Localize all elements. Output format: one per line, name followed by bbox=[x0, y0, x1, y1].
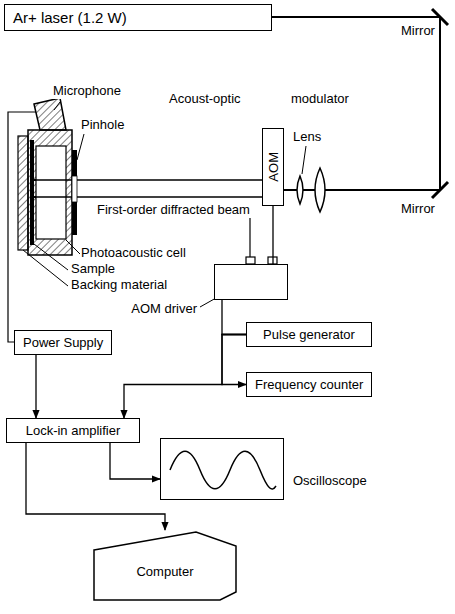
part-label: Mirror bbox=[400, 202, 436, 217]
driver-box: AOM driver bbox=[214, 264, 288, 300]
part-label: Lens bbox=[292, 130, 322, 145]
leader-line bbox=[77, 134, 84, 160]
part-label: Microphone bbox=[52, 84, 122, 99]
leader-line bbox=[34, 244, 68, 270]
part-label: Mirror bbox=[400, 24, 436, 39]
mirror-symbol bbox=[432, 182, 448, 198]
node-label: Pulse generator bbox=[263, 327, 355, 342]
terminal bbox=[246, 257, 255, 264]
microphone-symbol bbox=[34, 98, 66, 130]
lens-symbol bbox=[297, 176, 303, 204]
lock-in-box: Lock-in amplifier bbox=[6, 418, 140, 443]
leader-line bbox=[302, 146, 306, 174]
leader-line bbox=[54, 102, 60, 110]
node-label: Lock-in amplifier bbox=[26, 423, 121, 438]
mirror-symbol bbox=[432, 9, 448, 25]
part-label: Backing material bbox=[70, 278, 168, 293]
node-label: Computer bbox=[136, 564, 193, 579]
laser-beam bbox=[272, 17, 440, 190]
power-supply-box: Power Supply bbox=[14, 330, 112, 355]
leader-line bbox=[23, 250, 68, 286]
heading-label: AOM driver bbox=[129, 301, 199, 316]
part-label: Acoust-optic bbox=[168, 92, 242, 107]
aom-box: AOM bbox=[262, 128, 284, 206]
signal-connector bbox=[26, 443, 165, 530]
leader-line bbox=[66, 240, 80, 254]
frequency-counter-box: Frequency counter bbox=[246, 372, 372, 397]
signal-connector bbox=[35, 355, 36, 418]
part-label: Pinhole bbox=[80, 118, 125, 133]
signal-connector bbox=[110, 443, 160, 479]
part-label: Photoacoustic cell bbox=[80, 246, 187, 261]
node-label: AOM bbox=[267, 152, 280, 182]
oscilloscope-box: Oscilloscope bbox=[160, 438, 284, 500]
node-label: Ar+ laser (1.2 W) bbox=[13, 9, 127, 26]
heading-label: Oscilloscope bbox=[291, 473, 369, 488]
sample-layer bbox=[30, 140, 34, 245]
signal-connector bbox=[272, 206, 273, 264]
sine-trace bbox=[170, 451, 276, 489]
backing-material bbox=[18, 136, 28, 250]
lens-symbol bbox=[315, 168, 325, 212]
signal-connector bbox=[124, 335, 246, 419]
signal-connector bbox=[222, 300, 246, 335]
beam-label: First-order diffracted beam bbox=[96, 203, 251, 218]
pulse-generator-box: Pulse generator bbox=[246, 322, 372, 347]
node-label: Frequency counter bbox=[255, 377, 363, 392]
signal-connector bbox=[222, 335, 246, 385]
part-label: modulator bbox=[290, 92, 350, 107]
signal-wire bbox=[8, 112, 36, 342]
node-label: Power Supply bbox=[23, 335, 103, 350]
computer-shape: Computer bbox=[92, 530, 238, 602]
laser-box: Ar+ laser (1.2 W) bbox=[4, 4, 272, 31]
part-label: Sample bbox=[70, 262, 116, 277]
photoacoustic-cell bbox=[18, 98, 77, 255]
